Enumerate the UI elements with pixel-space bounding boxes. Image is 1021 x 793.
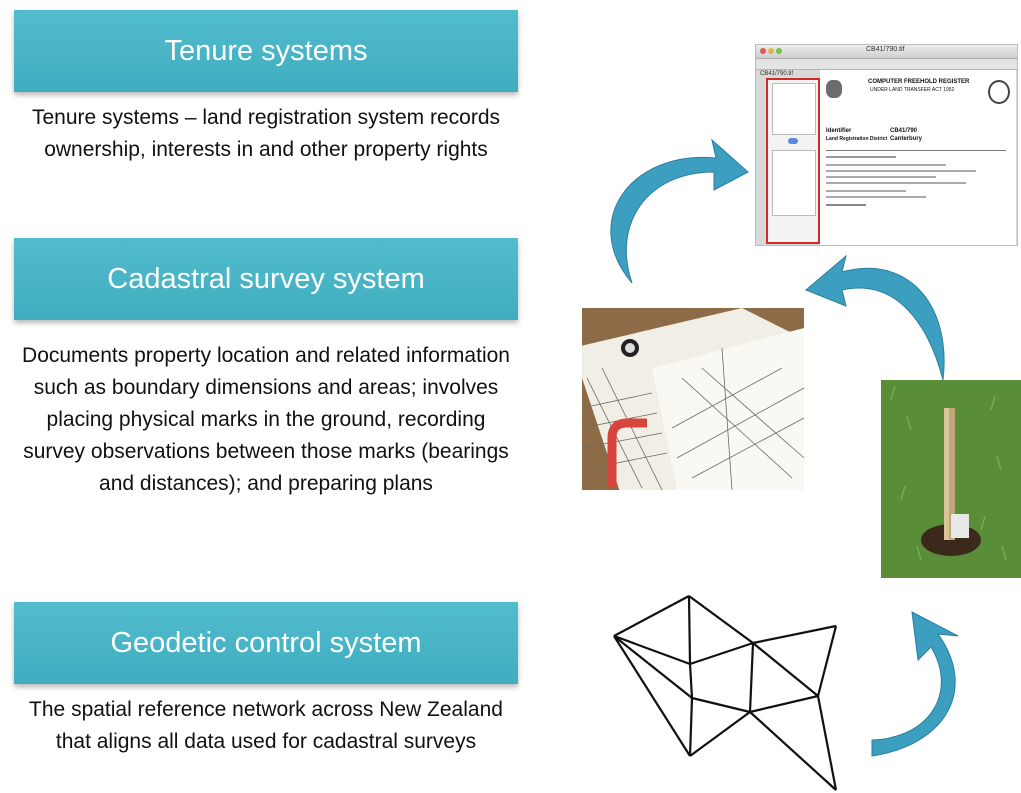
cycle-arrow-icon [610,138,749,284]
certificate-sidebar-label: CB41/790.tif [760,71,794,77]
certificate-district-value: Canterbury [890,136,923,142]
tenure-systems-header: Tenure systems [14,10,518,92]
survey-plans-photo [582,308,804,490]
survey-peg-drawing [881,380,1021,578]
certificate-window-title: CB41/790.tif [866,46,905,53]
cycle-arrow-icon [871,611,959,757]
cadastral-survey-description: Documents property location and related … [22,344,510,495]
survey-plans-drawing [582,308,804,490]
geodetic-control-title: Geodetic control system [110,626,422,659]
cadastral-survey-title: Cadastral survey system [107,262,425,295]
certificate-heading-line2: UNDER LAND TRANSFER ACT 1952 [870,87,955,93]
geodetic-control-header: Geodetic control system [14,602,518,684]
cadastral-survey-header: Cadastral survey system [14,238,518,320]
certificate-heading-line1: COMPUTER FREEHOLD REGISTER [868,79,970,85]
tenure-systems-description: Tenure systems – land registration syste… [31,106,501,161]
cycle-arrow-icon [805,254,945,381]
tenure-systems-title: Tenure systems [164,34,368,67]
certificate-district-label: Land Registration District [826,136,888,142]
certificate-identifier-label: Identifier [826,128,852,134]
certificate-identifier-value: CB41/790 [890,128,918,134]
certificate-of-title-image: CB41/790.tif CB41/790.tif COMPUTER FREEH… [755,44,1018,246]
survey-peg-photo [881,380,1021,578]
geodetic-control-description: The spatial reference network across New… [29,698,503,753]
geodetic-network-icon [613,595,838,791]
certificate-thumbnail-pane [766,78,820,244]
